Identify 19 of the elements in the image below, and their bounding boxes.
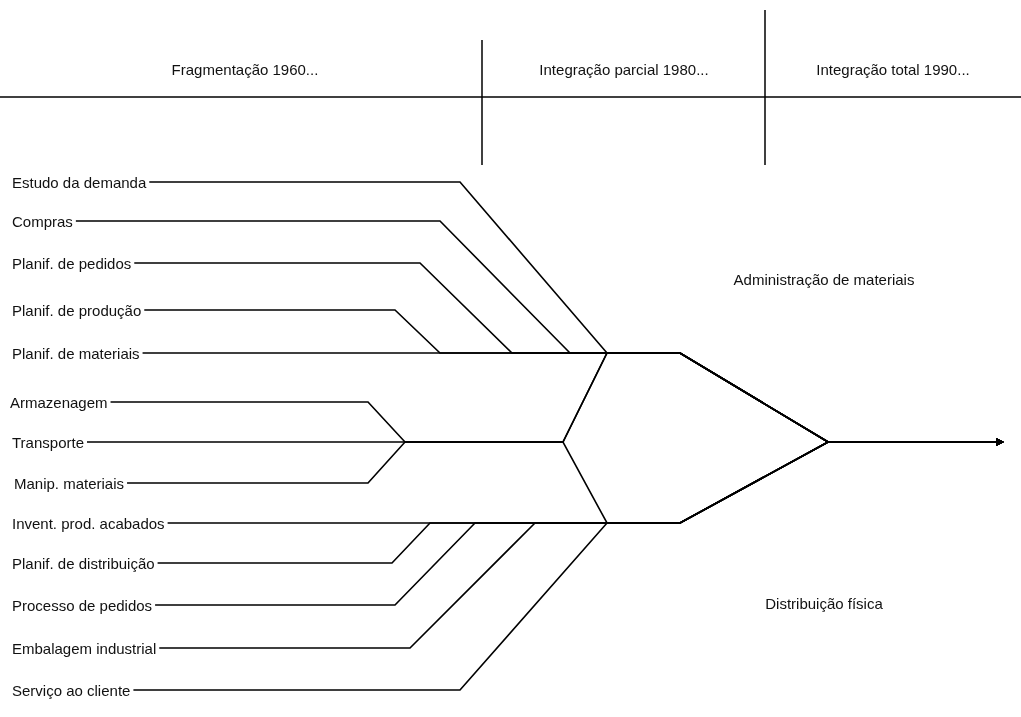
process-label: Planif. de produção <box>12 301 142 319</box>
group-label: Administração de materiais <box>733 271 915 288</box>
process-label: Manip. materiais <box>14 474 125 492</box>
period-heading: Integração parcial 1980... <box>539 61 709 78</box>
process-label: Serviço ao cliente <box>12 681 131 699</box>
process-label: Embalagem industrial <box>12 639 157 657</box>
process-label: Planif. de distribuição <box>12 554 155 572</box>
process-label: Armazenagem <box>10 393 108 411</box>
process-label: Compras <box>12 212 73 230</box>
period-heading: Fragmentação 1960... <box>171 61 319 78</box>
group-label: Distribuição física <box>765 595 883 612</box>
process-label: Planif. de materiais <box>12 344 140 362</box>
process-label: Transporte <box>12 433 84 451</box>
process-label: Processo de pedidos <box>12 596 153 614</box>
arrow <box>132 438 1004 691</box>
process-label: Estudo da demanda <box>12 173 147 191</box>
process-label: Invent. prod. acabados <box>12 514 165 532</box>
period-heading: Integração total 1990... <box>816 61 970 78</box>
process-label: Planif. de pedidos <box>12 254 132 272</box>
